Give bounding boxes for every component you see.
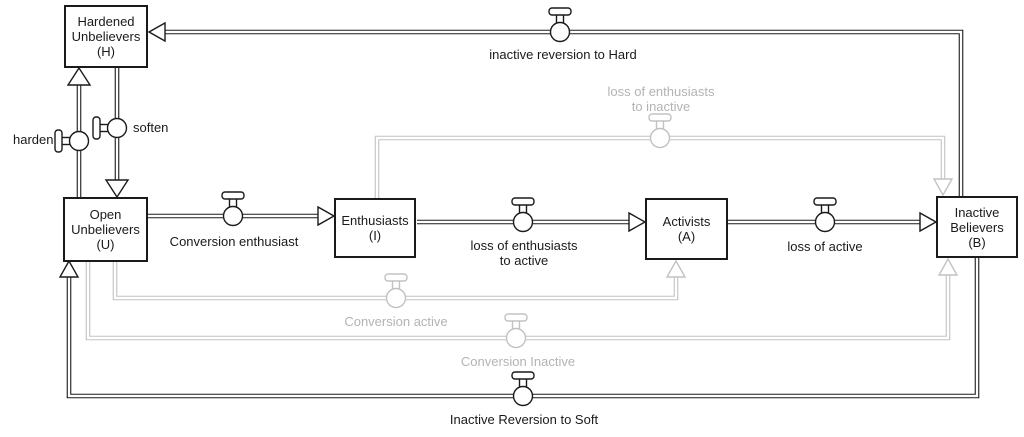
stock-hardened-unbelievers: Hardened Unbelievers (H) [64,5,148,68]
arrowhead-into-h-right-icon [147,21,166,43]
flow-label-loss-of-enthusiasts-to-inactive: loss of enthusiasts to inactive [608,84,715,114]
stock-label-line: (B) [968,234,986,250]
flow-label-harden: harden [13,132,54,147]
flow-label-conversion-inactive: Conversion Inactive [460,354,576,369]
flow-label-loss-of-active: loss of active [787,239,863,254]
stock-label-line: Hardened [77,14,135,29]
flow-label-conversion-active: Conversion active [344,314,448,329]
flow-label-line: loss of enthusiasts [607,84,715,99]
valve-loss-of-enthusiasts-to-inactive-icon [648,113,672,149]
flow-label-loss-of-enthusiasts-to-active: loss of enthusiasts to active [471,238,578,268]
valve-harden-icon [54,129,90,153]
arrowhead-into-i-left-icon [317,205,336,227]
valve-loss-of-active-icon [813,197,837,233]
flow-label-line: to active [499,253,549,268]
stock-label-line: Believers [950,219,1004,235]
stock-open-unbelievers: Open Unbelievers (U) [63,197,148,262]
flow-pipe-inactive-reversion-to-hard [147,21,964,197]
stock-label-line: Unbelievers [71,222,140,237]
stock-label-line: Unbelievers [71,29,141,44]
arrowhead-into-a-left-icon [628,211,647,233]
arrowhead-into-b-top-icon [932,178,954,197]
flow-label-inactive-reversion-to-hard: inactive reversion to Hard [489,47,637,62]
valve-inactive-reversion-to-hard-icon [548,7,572,43]
arrowhead-into-b-left-icon [919,211,938,233]
valve-soften-icon [92,116,128,140]
stock-label-line: (I) [368,228,382,243]
stock-inactive-believers: Inactive Believers (B) [936,196,1018,258]
flow-label-line: to inactive [631,99,691,114]
valve-conversion-active-icon [384,273,408,309]
stock-label-line: (U) [96,237,115,252]
stock-label-line: Open [89,207,122,222]
arrowhead-into-b-bottom-icon [937,257,959,276]
arrowhead-into-u-bottom-icon [58,259,80,278]
flow-label-line: loss of enthusiasts [470,238,578,253]
stock-label-line: (A) [677,229,696,244]
stock-activists: Activists (A) [645,198,728,260]
arrowhead-into-u-top-icon [104,179,130,199]
valve-inactive-reversion-to-soft-icon [511,371,535,407]
valve-conversion-enthusiast-icon [221,191,245,227]
stock-label-line: Enthusiasts [341,213,409,228]
valve-loss-of-enthusiasts-to-active-icon [511,197,535,233]
arrowhead-into-a-bottom-icon [665,259,687,278]
stock-label-line: Activists [662,214,711,229]
arrowhead-into-h-bottom-icon [66,66,92,86]
stock-label-line: Inactive [954,204,1000,220]
flow-label-soften: soften [133,120,169,135]
flow-label-inactive-reversion-to-soft: Inactive Reversion to Soft [449,412,599,427]
valve-conversion-inactive-icon [504,313,528,349]
stock-label-line: (H) [96,44,116,59]
stock-enthusiasts: Enthusiasts (I) [334,198,416,258]
flow-label-conversion-enthusiast: Conversion enthusiast [169,234,299,249]
